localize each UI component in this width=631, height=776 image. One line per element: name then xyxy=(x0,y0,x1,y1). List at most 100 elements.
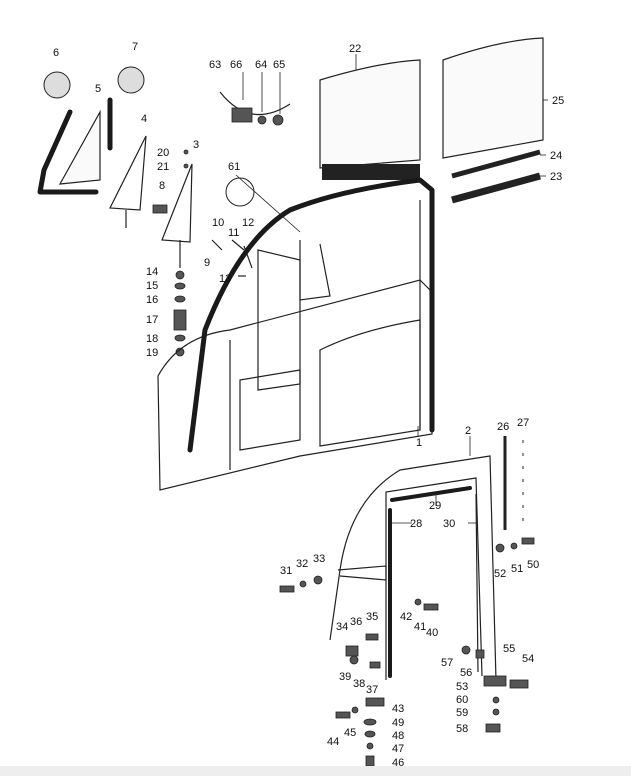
label-42: 42 xyxy=(400,611,412,623)
label-58: 58 xyxy=(456,723,468,735)
detail-circle-6 xyxy=(43,71,71,99)
bottom-bar xyxy=(0,766,631,776)
detail-circle-61 xyxy=(225,177,255,207)
door-inner-cutout xyxy=(319,319,421,447)
label-65: 65 xyxy=(273,59,285,71)
label-4: 4 xyxy=(141,113,147,125)
label-41: 41 xyxy=(414,621,426,633)
washer-16 xyxy=(174,295,186,303)
glass-channel-23-lower xyxy=(322,164,420,180)
pin-8 xyxy=(152,204,168,214)
detail-outline-63 xyxy=(219,91,291,116)
label-7: 7 xyxy=(132,41,138,53)
label-13: 13 xyxy=(219,273,231,285)
nut-65 xyxy=(272,114,284,126)
label-29: 29 xyxy=(429,500,441,512)
label-33: 33 xyxy=(313,553,325,565)
label-5: 5 xyxy=(95,83,101,95)
label-54: 54 xyxy=(522,653,534,665)
label-37: 37 xyxy=(366,684,378,696)
label-56: 56 xyxy=(460,667,472,679)
vent-frame-3 xyxy=(161,163,193,268)
label-1: 1 xyxy=(416,437,422,449)
label-43: 43 xyxy=(392,703,404,715)
label-17: 17 xyxy=(146,314,158,326)
nut-19 xyxy=(175,347,185,357)
label-19: 19 xyxy=(146,347,158,359)
label-46: 46 xyxy=(392,757,404,769)
label-39: 39 xyxy=(339,671,351,683)
label-35: 35 xyxy=(366,611,378,623)
door-shell xyxy=(157,279,433,491)
label-22: 22 xyxy=(349,43,361,55)
label-47: 47 xyxy=(392,743,404,755)
label-16: 16 xyxy=(146,294,158,306)
label-40: 40 xyxy=(426,627,438,639)
callout-labels: 1 2 3 4 5 6 7 8 9 10 11 12 13 14 15 16 1… xyxy=(53,41,564,769)
label-50: 50 xyxy=(527,559,539,571)
window-frame-2 xyxy=(329,455,497,681)
label-44: 44 xyxy=(327,736,339,748)
label-9: 9 xyxy=(204,257,210,269)
label-18: 18 xyxy=(146,333,158,345)
hardware-bolts xyxy=(279,537,535,767)
label-8: 8 xyxy=(159,180,165,192)
window-channel-divider xyxy=(257,249,301,391)
label-15: 15 xyxy=(146,280,158,292)
nut-14 xyxy=(175,270,185,280)
label-48: 48 xyxy=(392,730,404,742)
rivet-20 xyxy=(183,149,189,155)
label-64: 64 xyxy=(255,59,267,71)
door-glass-25 xyxy=(442,37,544,159)
label-36: 36 xyxy=(350,616,362,628)
label-26: 26 xyxy=(497,421,509,433)
label-55: 55 xyxy=(503,643,515,655)
rivet-21 xyxy=(183,163,189,169)
washer-15 xyxy=(174,282,186,290)
label-61: 61 xyxy=(228,161,240,173)
label-20: 20 xyxy=(157,147,169,159)
channel-30 xyxy=(475,493,479,673)
label-3: 3 xyxy=(193,139,199,151)
label-25: 25 xyxy=(552,95,564,107)
label-27: 27 xyxy=(517,417,529,429)
bracket-63 xyxy=(231,107,253,123)
label-21: 21 xyxy=(157,161,169,173)
washer-64 xyxy=(257,115,267,125)
detail-circle-7 xyxy=(117,66,145,94)
leader-lines xyxy=(235,54,548,524)
label-45: 45 xyxy=(344,727,356,739)
washer-18 xyxy=(174,334,186,342)
label-60: 60 xyxy=(456,694,468,706)
vent-frame-installed xyxy=(299,240,331,301)
vent-frame-4 xyxy=(109,135,147,228)
label-2: 2 xyxy=(465,425,471,437)
spring-17 xyxy=(173,309,187,331)
channel-29 xyxy=(390,486,472,502)
label-6: 6 xyxy=(53,47,59,59)
label-52: 52 xyxy=(494,568,506,580)
door-inner-panel xyxy=(229,340,301,470)
label-38: 38 xyxy=(353,678,365,690)
label-10: 10 xyxy=(212,217,224,229)
label-30: 30 xyxy=(443,518,455,530)
label-59: 59 xyxy=(456,707,468,719)
label-12: 12 xyxy=(242,217,254,229)
label-57: 57 xyxy=(441,657,453,669)
label-32: 32 xyxy=(296,558,308,570)
label-51: 51 xyxy=(511,563,523,575)
label-31: 31 xyxy=(280,565,292,577)
label-66: 66 xyxy=(230,59,242,71)
glass-channel-23 xyxy=(451,172,541,204)
glass-seal-24 xyxy=(451,149,541,179)
vent-seal-6 xyxy=(37,109,99,195)
label-49: 49 xyxy=(392,717,404,729)
label-28: 28 xyxy=(410,518,422,530)
label-34: 34 xyxy=(336,621,348,633)
label-53: 53 xyxy=(456,681,468,693)
label-23: 23 xyxy=(550,171,562,183)
window-frame-2-inner xyxy=(385,477,483,680)
vent-glass-5 xyxy=(58,109,101,185)
